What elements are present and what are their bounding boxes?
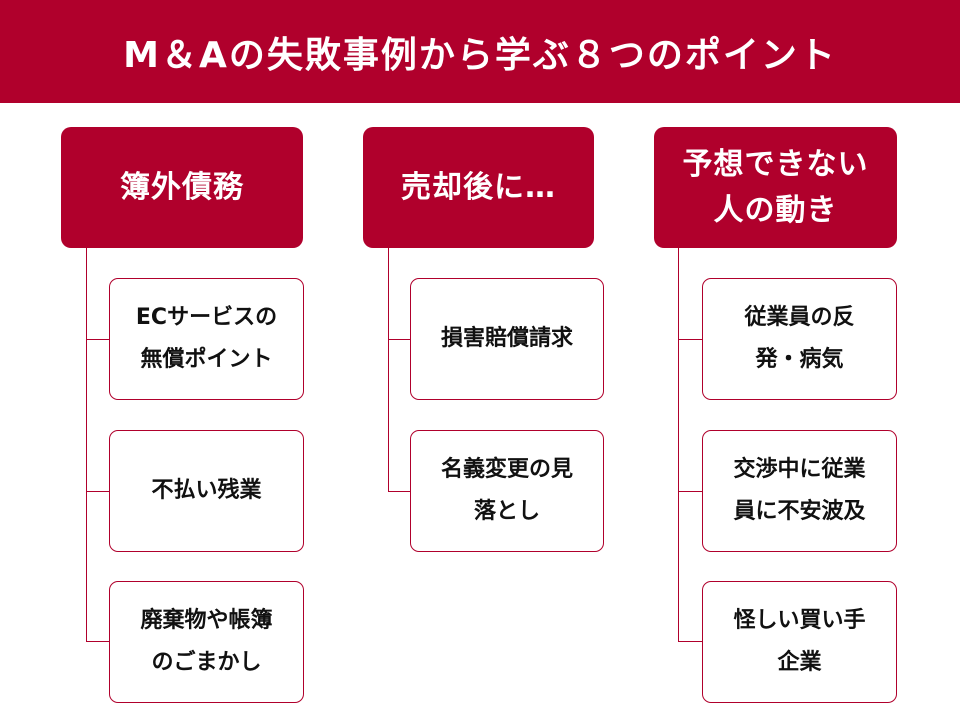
column-heading-2: 売却後に… <box>363 127 594 248</box>
card-1-3: 廃棄物や帳簿 のごまかし <box>109 581 304 703</box>
column-heading-3-line-2: 人の動き <box>713 192 838 228</box>
connector-trunk-3 <box>678 248 679 641</box>
connector-branch-3-1 <box>678 339 702 340</box>
card-3-2: 交渉中に従業 員に不安波及 <box>702 430 897 552</box>
card-3-1-line-1: 従業員の反 <box>744 305 855 330</box>
connector-branch-1-3 <box>86 641 109 642</box>
connector-branch-1-1 <box>86 339 109 340</box>
connector-branch-1-2 <box>86 491 109 492</box>
card-1-1-line-1: ECサービスの <box>135 305 278 330</box>
column-heading-2-line-1: 売却後に… <box>401 169 556 205</box>
card-3-3: 怪しい買い手 企業 <box>702 581 897 703</box>
card-1-1: ECサービスの 無償ポイント <box>109 278 304 400</box>
card-3-3-line-1: 怪しい買い手 <box>733 608 866 633</box>
column-heading-1-line-1: 簿外債務 <box>120 169 244 205</box>
column-heading-1: 簿外債務 <box>61 127 303 248</box>
connector-trunk-2 <box>388 248 389 491</box>
card-3-2-line-2: 員に不安波及 <box>733 499 866 524</box>
card-1-3-line-2: のごまかし <box>151 650 262 675</box>
page-title: M＆Aの失敗事例から学ぶ８つのポイント <box>123 34 837 76</box>
card-2-2: 名義変更の見 落とし <box>410 430 604 552</box>
connector-branch-3-3 <box>678 641 702 642</box>
connector-trunk-1 <box>86 248 87 641</box>
connector-branch-2-2 <box>388 491 410 492</box>
card-1-2-line-1: 不払い残業 <box>151 478 262 503</box>
card-3-2-line-1: 交渉中に従業 <box>733 457 866 482</box>
card-2-2-line-1: 名義変更の見 <box>440 457 573 482</box>
card-1-3-line-1: 廃棄物や帳簿 <box>140 608 273 633</box>
card-1-2: 不払い残業 <box>109 430 304 552</box>
column-heading-3-line-1: 予想できない <box>682 146 869 182</box>
column-heading-3: 予想できない 人の動き <box>654 127 897 248</box>
connector-branch-2-1 <box>388 339 410 340</box>
connector-branch-3-2 <box>678 491 702 492</box>
card-1-1-line-2: 無償ポイント <box>140 347 273 372</box>
card-2-1-line-1: 損害賠償請求 <box>440 326 573 351</box>
card-3-1-line-2: 発・病気 <box>755 347 844 372</box>
page-header: M＆Aの失敗事例から学ぶ８つのポイント <box>0 0 960 103</box>
card-3-3-line-2: 企業 <box>777 650 822 675</box>
card-3-1: 従業員の反 発・病気 <box>702 278 897 400</box>
card-2-2-line-2: 落とし <box>473 499 540 524</box>
card-2-1: 損害賠償請求 <box>410 278 604 400</box>
